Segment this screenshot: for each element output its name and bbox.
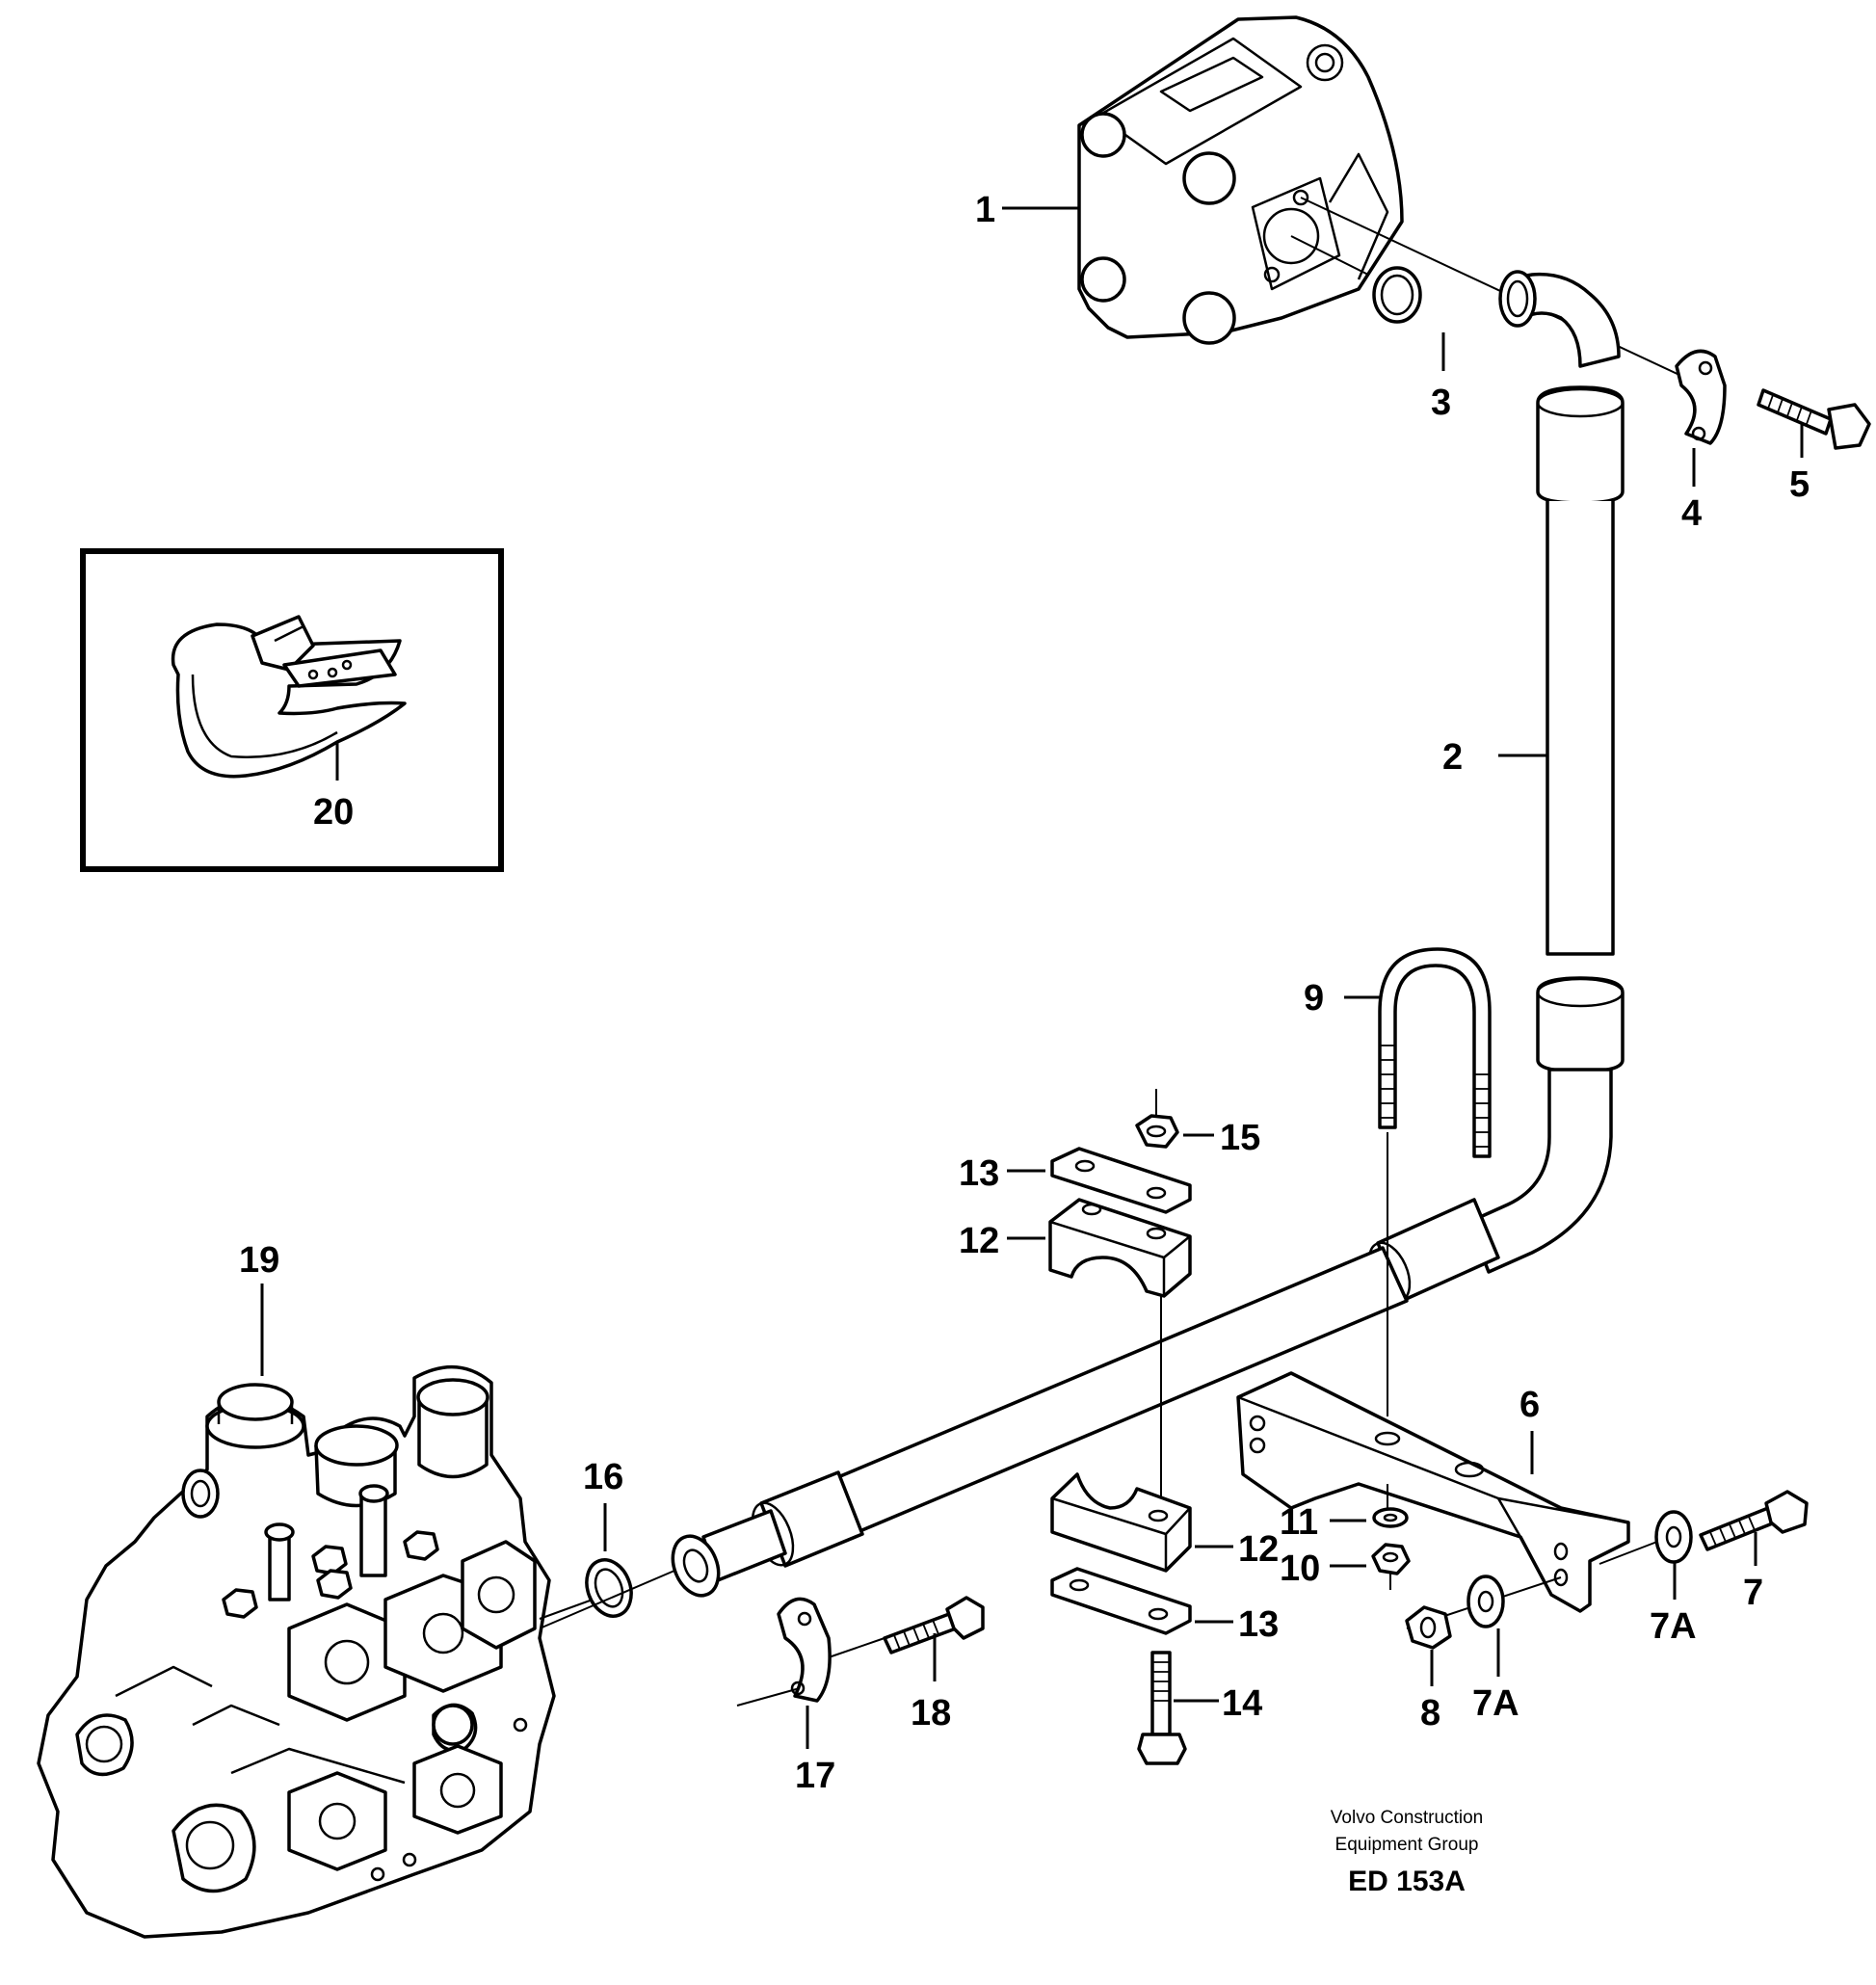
callout-19: 19 — [239, 1240, 279, 1281]
pump — [1077, 15, 1404, 345]
callout-20: 20 — [313, 792, 354, 833]
callout-6: 6 — [1519, 1385, 1540, 1425]
callout-2: 2 — [1442, 737, 1463, 778]
callout-15: 15 — [1220, 1118, 1260, 1158]
hose-strap — [171, 615, 407, 779]
callout-10: 10 — [1280, 1548, 1320, 1589]
inset-frame — [80, 548, 504, 872]
clamp-block-bottom — [1050, 1472, 1192, 1573]
callout-13-bottom: 13 — [1238, 1604, 1279, 1645]
washer-right — [1654, 1510, 1693, 1564]
nut-top — [1135, 1114, 1179, 1149]
u-bolt — [1378, 947, 1492, 1158]
callout-7a-right: 7A — [1650, 1606, 1697, 1647]
control-valve — [37, 1365, 556, 1939]
publisher-line-2: Equipment Group — [1335, 1835, 1479, 1855]
callout-16: 16 — [583, 1457, 623, 1497]
callout-3: 3 — [1431, 383, 1451, 423]
callout-13-top: 13 — [959, 1153, 999, 1194]
publisher-line-1: Volvo Construction — [1331, 1808, 1483, 1828]
callout-12-bottom: 12 — [1238, 1529, 1279, 1570]
callout-8: 8 — [1420, 1693, 1440, 1734]
clamp-plate-top — [1050, 1147, 1192, 1214]
callout-4: 4 — [1681, 493, 1702, 534]
bolt-clamp — [1137, 1651, 1187, 1765]
hose-assembly — [671, 270, 1625, 1598]
callout-18: 18 — [911, 1693, 951, 1734]
washer-left — [1466, 1575, 1505, 1628]
callout-14: 14 — [1222, 1683, 1262, 1724]
split-flange-half-top — [1675, 349, 1727, 445]
bolt-top — [1757, 388, 1871, 450]
washer-small — [1372, 1507, 1409, 1528]
callout-5: 5 — [1789, 464, 1810, 505]
clamp-plate-bottom — [1050, 1567, 1192, 1635]
drawing-code: ED 153A — [1348, 1866, 1466, 1897]
bolt-bracket — [1699, 1490, 1809, 1551]
callout-7a-left: 7A — [1472, 1683, 1519, 1724]
nut-u-bolt — [1371, 1543, 1411, 1575]
bracket — [1236, 1371, 1630, 1613]
callout-7: 7 — [1743, 1573, 1763, 1613]
split-flange-half-bottom — [777, 1597, 832, 1703]
callout-11: 11 — [1280, 1502, 1318, 1543]
callout-17: 17 — [795, 1756, 835, 1796]
lock-nut — [1405, 1605, 1452, 1650]
o-ring-bottom — [585, 1558, 633, 1618]
clamp-block-top — [1048, 1198, 1192, 1298]
callout-1: 1 — [975, 190, 995, 230]
callout-9: 9 — [1304, 978, 1324, 1019]
bolt-flange — [883, 1596, 985, 1654]
callout-12-top: 12 — [959, 1221, 999, 1261]
